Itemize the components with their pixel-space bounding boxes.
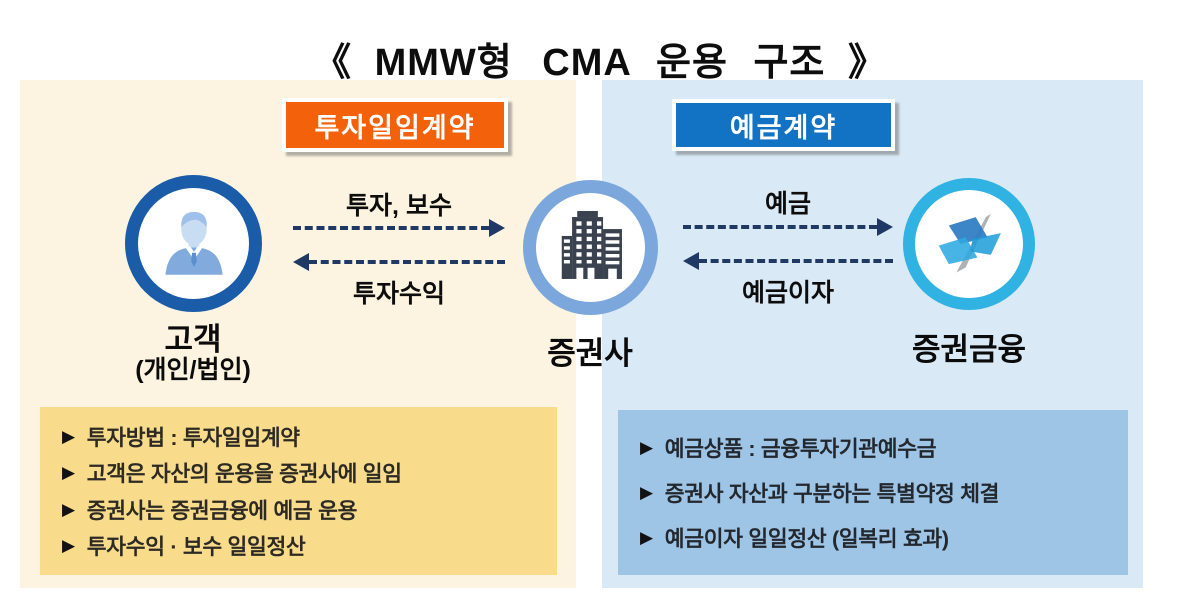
triangle-bullet-icon: ▶ [62, 499, 75, 519]
securities-company-label: 증권사 [547, 336, 633, 371]
arrow-label-investment-return: 투자수익 [352, 280, 445, 308]
investment-notes-box: ▶ 투자방법 : 투자일임계약 ▶ 고객은 자산의 운용을 증권사에 일임 ▶ … [40, 407, 557, 575]
securities-company-circle [523, 180, 658, 315]
dashed-line [293, 226, 489, 230]
arrowhead-left-icon [293, 253, 309, 271]
dashed-line [683, 225, 877, 229]
note-item: ▶ 예금상품 : 금융투자기관예수금 [640, 432, 1118, 463]
arrow-deposit-interest [683, 252, 893, 270]
page-title: 《 MMW형 CMA 운용 구조 》 [0, 31, 1200, 90]
note-text: 예금상품 : 금융투자기관예수금 [664, 437, 937, 461]
customer-circle [125, 175, 262, 312]
deposit-notes-box: ▶ 예금상품 : 금융투자기관예수금 ▶ 증권사 자산과 구분하는 특별약정 체… [618, 410, 1128, 575]
triangle-bullet-icon: ▶ [640, 483, 653, 502]
triangle-bullet-icon: ▶ [640, 438, 653, 457]
note-text: 투자방법 : 투자일임계약 [86, 425, 300, 450]
title-bracket-close: 》 [847, 42, 887, 85]
title-bracket-open: 《 [313, 42, 353, 85]
arrowhead-left-icon [683, 252, 699, 270]
securities-finance-label: 증권금융 [911, 332, 1027, 367]
note-item: ▶ 투자수익 · 보수 일일정산 [62, 530, 547, 561]
note-text: 투자수익 · 보수 일일정산 [86, 535, 306, 560]
deposit-contract-badge: 예금계약 [672, 99, 895, 151]
dashed-line [699, 259, 893, 263]
securities-finance-circle [903, 178, 1035, 310]
arrow-label-deposit: 예금 [764, 190, 811, 218]
dashed-line [309, 260, 505, 264]
triangle-bullet-icon: ▶ [62, 463, 75, 483]
note-item: ▶ 투자방법 : 투자일임계약 [62, 421, 547, 452]
arrowhead-right-icon [489, 219, 505, 237]
person-icon [150, 200, 238, 288]
arrow-label-deposit-interest: 예금이자 [741, 279, 834, 307]
arrow-deposit [683, 218, 893, 236]
arrow-investment-return [293, 253, 505, 271]
arrow-investment-fee [293, 219, 505, 237]
customer-label: 고객 [164, 322, 222, 357]
investment-contract-badge: 투자일임계약 [282, 98, 508, 152]
arrow-label-investment-fee: 투자, 보수 [346, 192, 452, 220]
note-item: ▶ 예금이자 일일정산 (일복리 효과) [640, 522, 1118, 553]
triangle-bullet-icon: ▶ [62, 426, 75, 446]
note-text: 증권사는 증권금융에 예금 운용 [86, 498, 358, 523]
arrowhead-right-icon [877, 218, 893, 236]
note-item: ▶ 증권사 자산과 구분하는 특별약정 체결 [640, 477, 1118, 508]
swoosh-logo-icon [927, 202, 1011, 286]
note-item: ▶ 증권사는 증권금융에 예금 운용 [62, 494, 547, 525]
building-icon [548, 205, 634, 291]
customer-sublabel: (개인/법인) [135, 356, 251, 384]
note-text: 예금이자 일일정산 (일복리 효과) [664, 527, 949, 551]
note-text: 고객은 자산의 운용을 증권사에 일임 [86, 462, 402, 487]
triangle-bullet-icon: ▶ [640, 528, 653, 547]
title-rest: CMA 운용 구조 [542, 42, 826, 85]
note-text: 증권사 자산과 구분하는 특별약정 체결 [664, 482, 1000, 506]
triangle-bullet-icon: ▶ [62, 536, 75, 556]
note-item: ▶ 고객은 자산의 운용을 증권사에 일임 [62, 457, 547, 488]
